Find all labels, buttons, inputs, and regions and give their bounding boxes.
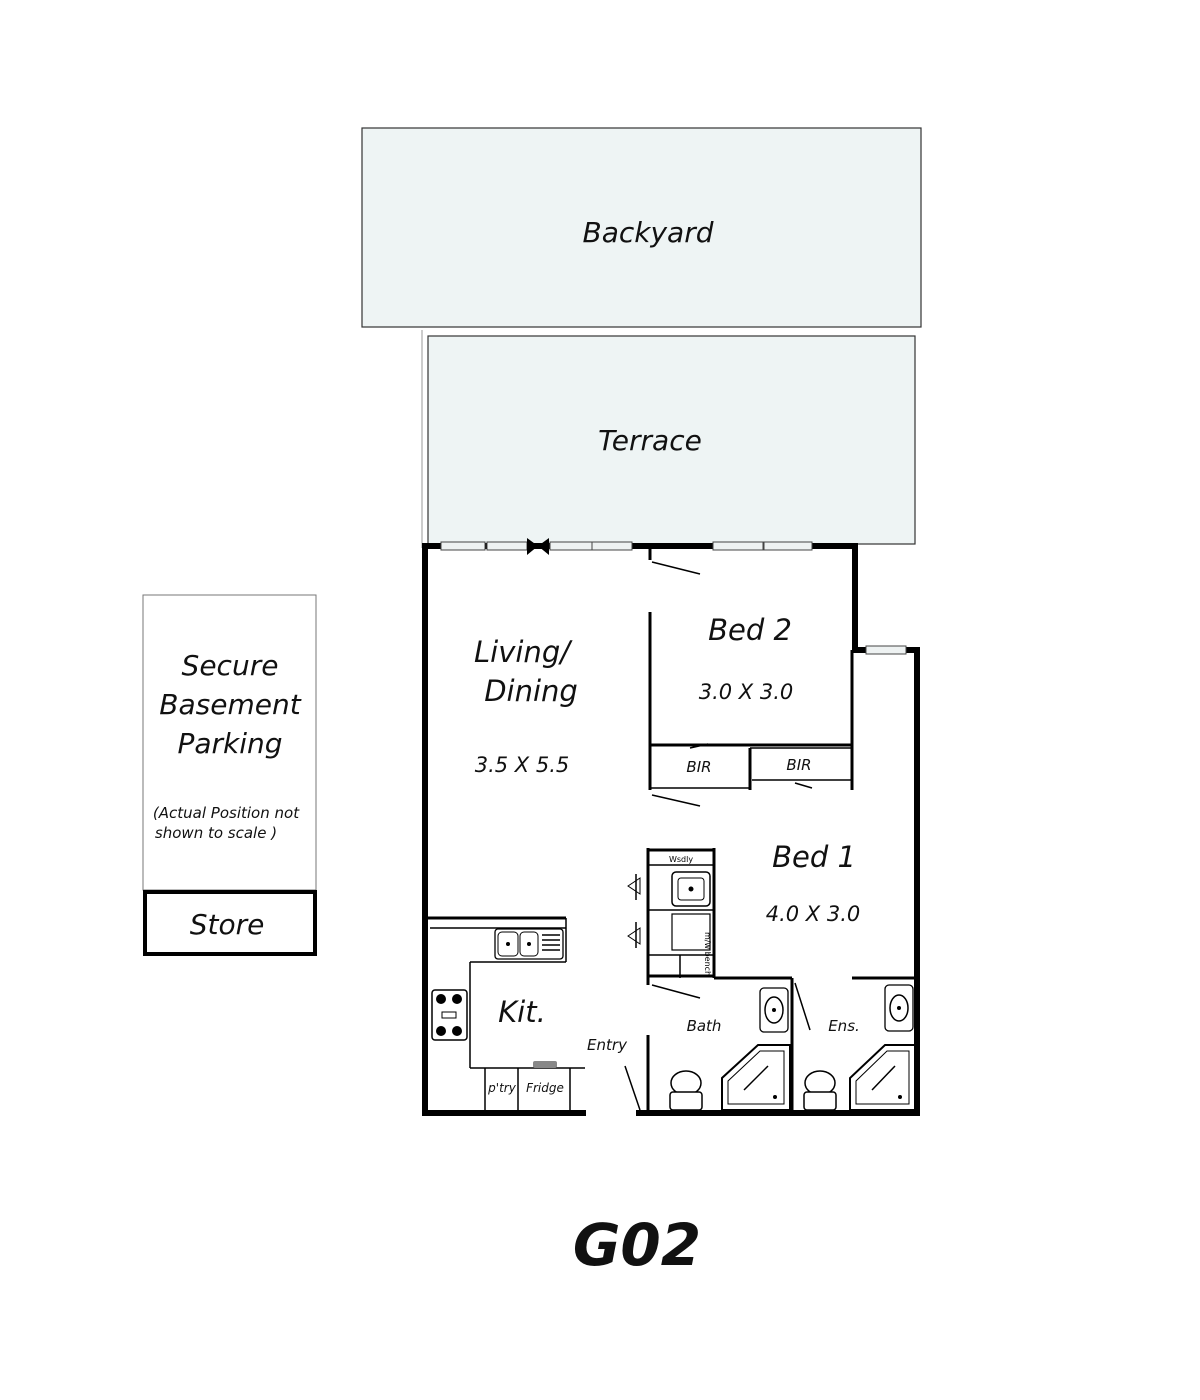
washer-label: m/w bench [703,932,712,976]
terrace-windows [440,541,907,655]
door-marker-icon [527,538,549,555]
bed2-label: Bed 2 [708,613,792,647]
store-label: Store [190,908,265,941]
interior-walls [428,548,917,1113]
unit-title: G02 [573,1211,701,1279]
backyard-area [361,127,922,328]
parking-label-line3: Parking [177,727,282,760]
entry-label: Entry [587,1036,628,1054]
fridge-icon [533,1061,557,1068]
bed2-dimensions: 3.0 X 3.0 [699,680,794,704]
living-label-line2: Dining [484,674,578,708]
parking-note-line1: (Actual Position not [153,804,300,822]
living-label-line1: Living/ [474,635,573,669]
laundry-top-label: Wsdly [669,855,693,864]
ensuite-shower-icon [849,1044,916,1111]
arrow-icon [627,927,641,945]
ensuite-label: Ens. [828,1017,860,1035]
bed1-label: Bed 1 [772,840,856,874]
parking-label-line2: Basement [159,688,301,721]
arrow-icon [627,877,641,895]
backyard-label: Backyard [583,216,714,249]
bath-toilet-icon [669,1070,703,1111]
pantry-label: p'try [487,1081,517,1095]
bed1-dimensions: 4.0 X 3.0 [766,902,861,926]
ensuite-toilet-icon [803,1070,837,1111]
cooktop-icon [431,989,468,1041]
terrace-area [427,335,916,545]
parking-note-line2: shown to scale ) [155,824,277,842]
fridge-label: Fridge [526,1081,564,1095]
washer-icon [671,913,711,951]
bath-shower-icon [721,1044,791,1111]
store-box [143,890,317,956]
kitchen-sink-icon [494,928,564,960]
ensuite-basin-icon [884,984,914,1032]
bath-basin-icon [759,987,789,1033]
terrace-label: Terrace [598,424,702,457]
bath-label: Bath [687,1017,722,1035]
bir-left-label: BIR [686,758,711,776]
bir-right-label: BIR [786,756,811,774]
living-dimensions: 3.5 X 5.5 [475,753,570,777]
door-swings [624,561,813,1111]
parking-label-line1: Secure [182,649,279,682]
kitchen-label: Kit. [498,995,546,1029]
